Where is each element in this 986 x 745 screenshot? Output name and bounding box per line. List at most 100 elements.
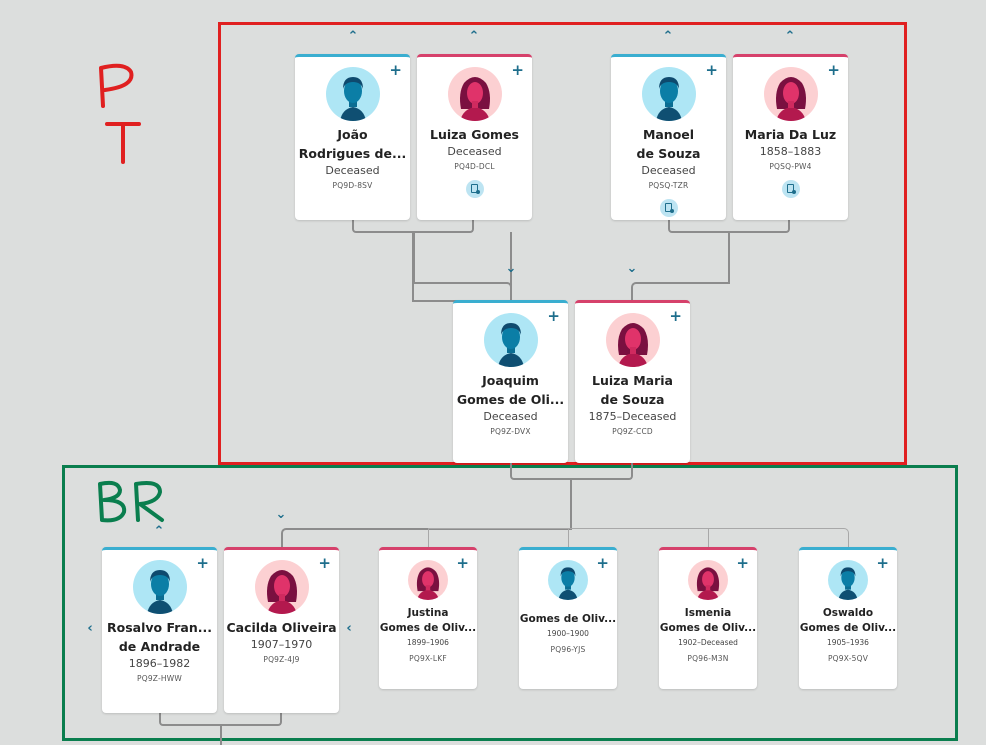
record-hint-icon[interactable]	[659, 199, 678, 217]
add-relative-icon[interactable]: +	[736, 554, 749, 572]
person-name-line: Gomes de Oliv...	[659, 622, 757, 634]
person-name-line: de Souza	[636, 146, 701, 161]
add-relative-icon[interactable]: +	[596, 554, 609, 572]
person-lifespan: Deceased	[447, 145, 502, 158]
record-hint-icon[interactable]	[465, 180, 484, 198]
person-name-line: Manoel	[642, 127, 695, 142]
expand-up-icon[interactable]: ⌃	[153, 524, 165, 539]
add-relative-icon[interactable]: +	[705, 61, 718, 79]
female-avatar-icon	[254, 560, 309, 614]
person-name-line: Oswaldo	[822, 607, 874, 619]
navigate-left-icon[interactable]: ‹	[346, 621, 352, 636]
connector-line	[413, 282, 512, 302]
person-id: PQ9X-5QV	[827, 654, 869, 663]
connector-line	[413, 232, 415, 282]
connector-line	[568, 529, 569, 549]
person-id: PQSQ-PW4	[769, 162, 812, 171]
person-id: PQ9Z-DVX	[490, 427, 531, 436]
connector-line	[510, 462, 633, 480]
person-lifespan: Deceased	[641, 164, 696, 177]
add-relative-icon[interactable]: +	[827, 61, 840, 79]
person-lifespan: 1875–Deceased	[588, 410, 677, 423]
person-name[interactable]: Cacilda Oliveira	[224, 618, 339, 637]
person-id: PQ96-YJS	[550, 645, 586, 654]
connector-line	[631, 282, 730, 302]
person-lifespan: Deceased	[325, 164, 380, 177]
person-id: PQ9X-LKF	[409, 654, 447, 663]
person-name[interactable]: Maria Da Luz	[733, 125, 848, 144]
person-lifespan: 1902–Deceased	[678, 638, 738, 647]
expand-down-icon[interactable]: ⌄	[505, 261, 517, 276]
pt-annotation-box	[218, 22, 907, 465]
female-avatar-icon	[763, 67, 818, 121]
add-relative-icon[interactable]: +	[511, 61, 524, 79]
person-id: PQ9D-8SV	[332, 181, 373, 190]
add-relative-icon[interactable]: +	[318, 554, 331, 572]
person-name-line: Rosalvo Fran...	[107, 620, 212, 635]
person-name-line: de Andrade	[118, 639, 201, 654]
connector-line	[428, 529, 429, 549]
person-name-line: Maria Da Luz	[744, 127, 837, 142]
expand-up-icon[interactable]: ⌃	[347, 29, 359, 44]
person-name[interactable]: Luiza Gomes	[417, 125, 532, 144]
connector-line	[570, 480, 572, 529]
person-lifespan: 1905–1936	[827, 638, 869, 647]
connector-line	[220, 725, 222, 745]
male-avatar-icon	[641, 67, 696, 121]
person-name[interactable]: Manoel de Souza	[611, 125, 726, 163]
navigate-left-icon[interactable]: ‹	[87, 621, 93, 636]
expand-down-icon[interactable]: ⌄	[275, 507, 287, 522]
female-avatar-icon	[688, 560, 728, 600]
male-avatar-icon	[548, 560, 588, 600]
person-id: PQSQ-TZR	[648, 181, 689, 190]
person-name-line: Justina	[407, 607, 449, 619]
add-relative-icon[interactable]: +	[547, 307, 560, 325]
person-name-line: Ismenia	[684, 607, 732, 619]
expand-down-icon[interactable]: ⌄	[626, 261, 638, 276]
male-avatar-icon	[325, 67, 380, 121]
male-avatar-icon	[483, 313, 538, 367]
male-avatar-icon	[132, 560, 187, 614]
connector-line	[708, 529, 709, 549]
expand-up-icon[interactable]: ⌃	[784, 29, 796, 44]
person-name-line: Rodrigues de...	[298, 146, 407, 161]
add-relative-icon[interactable]: +	[876, 554, 889, 572]
connector-line	[281, 528, 572, 550]
person-lifespan: 1858–1883	[759, 145, 822, 158]
male-avatar-icon	[828, 560, 868, 600]
add-relative-icon[interactable]: +	[389, 61, 402, 79]
person-name[interactable]: Gomes de Oliv...	[519, 612, 617, 627]
person-name-line: Joaquim	[482, 373, 539, 388]
person-name-line: Luiza Gomes	[429, 127, 519, 142]
person-lifespan: 1907–1970	[250, 638, 313, 651]
add-relative-icon[interactable]: +	[669, 307, 682, 325]
person-id: PQ9Z-4J9	[263, 655, 300, 664]
expand-up-icon[interactable]: ⌃	[468, 29, 480, 44]
female-avatar-icon	[447, 67, 502, 121]
person-name[interactable]: Rosalvo Fran... de Andrade	[102, 618, 217, 656]
person-id: PQ96-M3N	[687, 654, 729, 663]
add-relative-icon[interactable]: +	[456, 554, 469, 572]
record-hint-icon[interactable]	[781, 180, 800, 198]
expand-up-icon[interactable]: ⌃	[662, 29, 674, 44]
person-name-line: Gomes de Oli...	[456, 392, 565, 407]
add-relative-icon[interactable]: +	[196, 554, 209, 572]
